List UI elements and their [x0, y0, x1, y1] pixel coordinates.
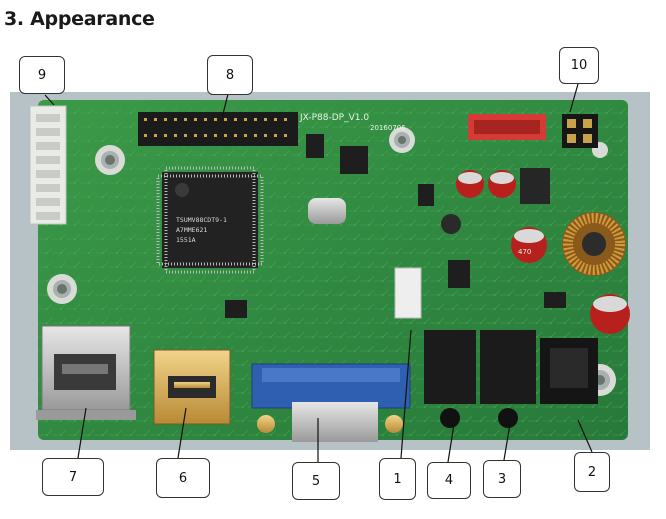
pin-header-connector [138, 112, 298, 146]
callout-10: 10 [559, 47, 599, 84]
displayport-connector [36, 325, 136, 420]
callout-7: 7 [42, 458, 104, 496]
board-model-text: JX-P88-DP_V1.0 [299, 113, 369, 123]
pcb-board-illustration: JX-P88-DP_V1.0 20160706 TSUMV88CDT9-1 A7… [29, 100, 630, 442]
callout-8: 8 [207, 55, 253, 95]
hdmi-connector [153, 349, 231, 425]
red-connector [468, 114, 546, 140]
jumper-header [562, 114, 598, 148]
toroid-inductor [562, 212, 626, 276]
chip-line-3: 1551A [176, 236, 196, 244]
voltage-regulator [520, 168, 550, 204]
callout-5: 5 [292, 462, 340, 500]
capacitors: 470 [441, 170, 630, 334]
main-controller-chip: TSUMV88CDT9-1 A7MME621 1551A [156, 166, 264, 274]
section-heading: 3. Appearance [4, 8, 155, 30]
board-photo: JX-P88-DP_V1.0 20160706 TSUMV88CDT9-1 A7… [10, 92, 650, 450]
board-date-text: 20160706 [370, 124, 406, 132]
callout-2: 2 [574, 452, 610, 492]
chip-line-2: A7MME621 [176, 226, 207, 234]
callout-4: 4 [427, 462, 471, 499]
crystal-oscillator [308, 198, 346, 224]
chip-line-1: TSUMV88CDT9-1 [176, 216, 227, 224]
capacitor-label: 470 [518, 248, 531, 256]
audio-jack-4 [424, 330, 476, 428]
callout-1: 1 [379, 458, 416, 500]
callout-6: 6 [156, 458, 210, 498]
small-ics [225, 134, 566, 318]
audio-jack-3 [480, 330, 536, 428]
white-small-connector [394, 267, 422, 319]
callout-3: 3 [483, 460, 521, 498]
white-side-connector [29, 105, 67, 225]
vga-connector [251, 363, 411, 442]
callout-9: 9 [19, 56, 65, 94]
power-jack [540, 338, 598, 404]
